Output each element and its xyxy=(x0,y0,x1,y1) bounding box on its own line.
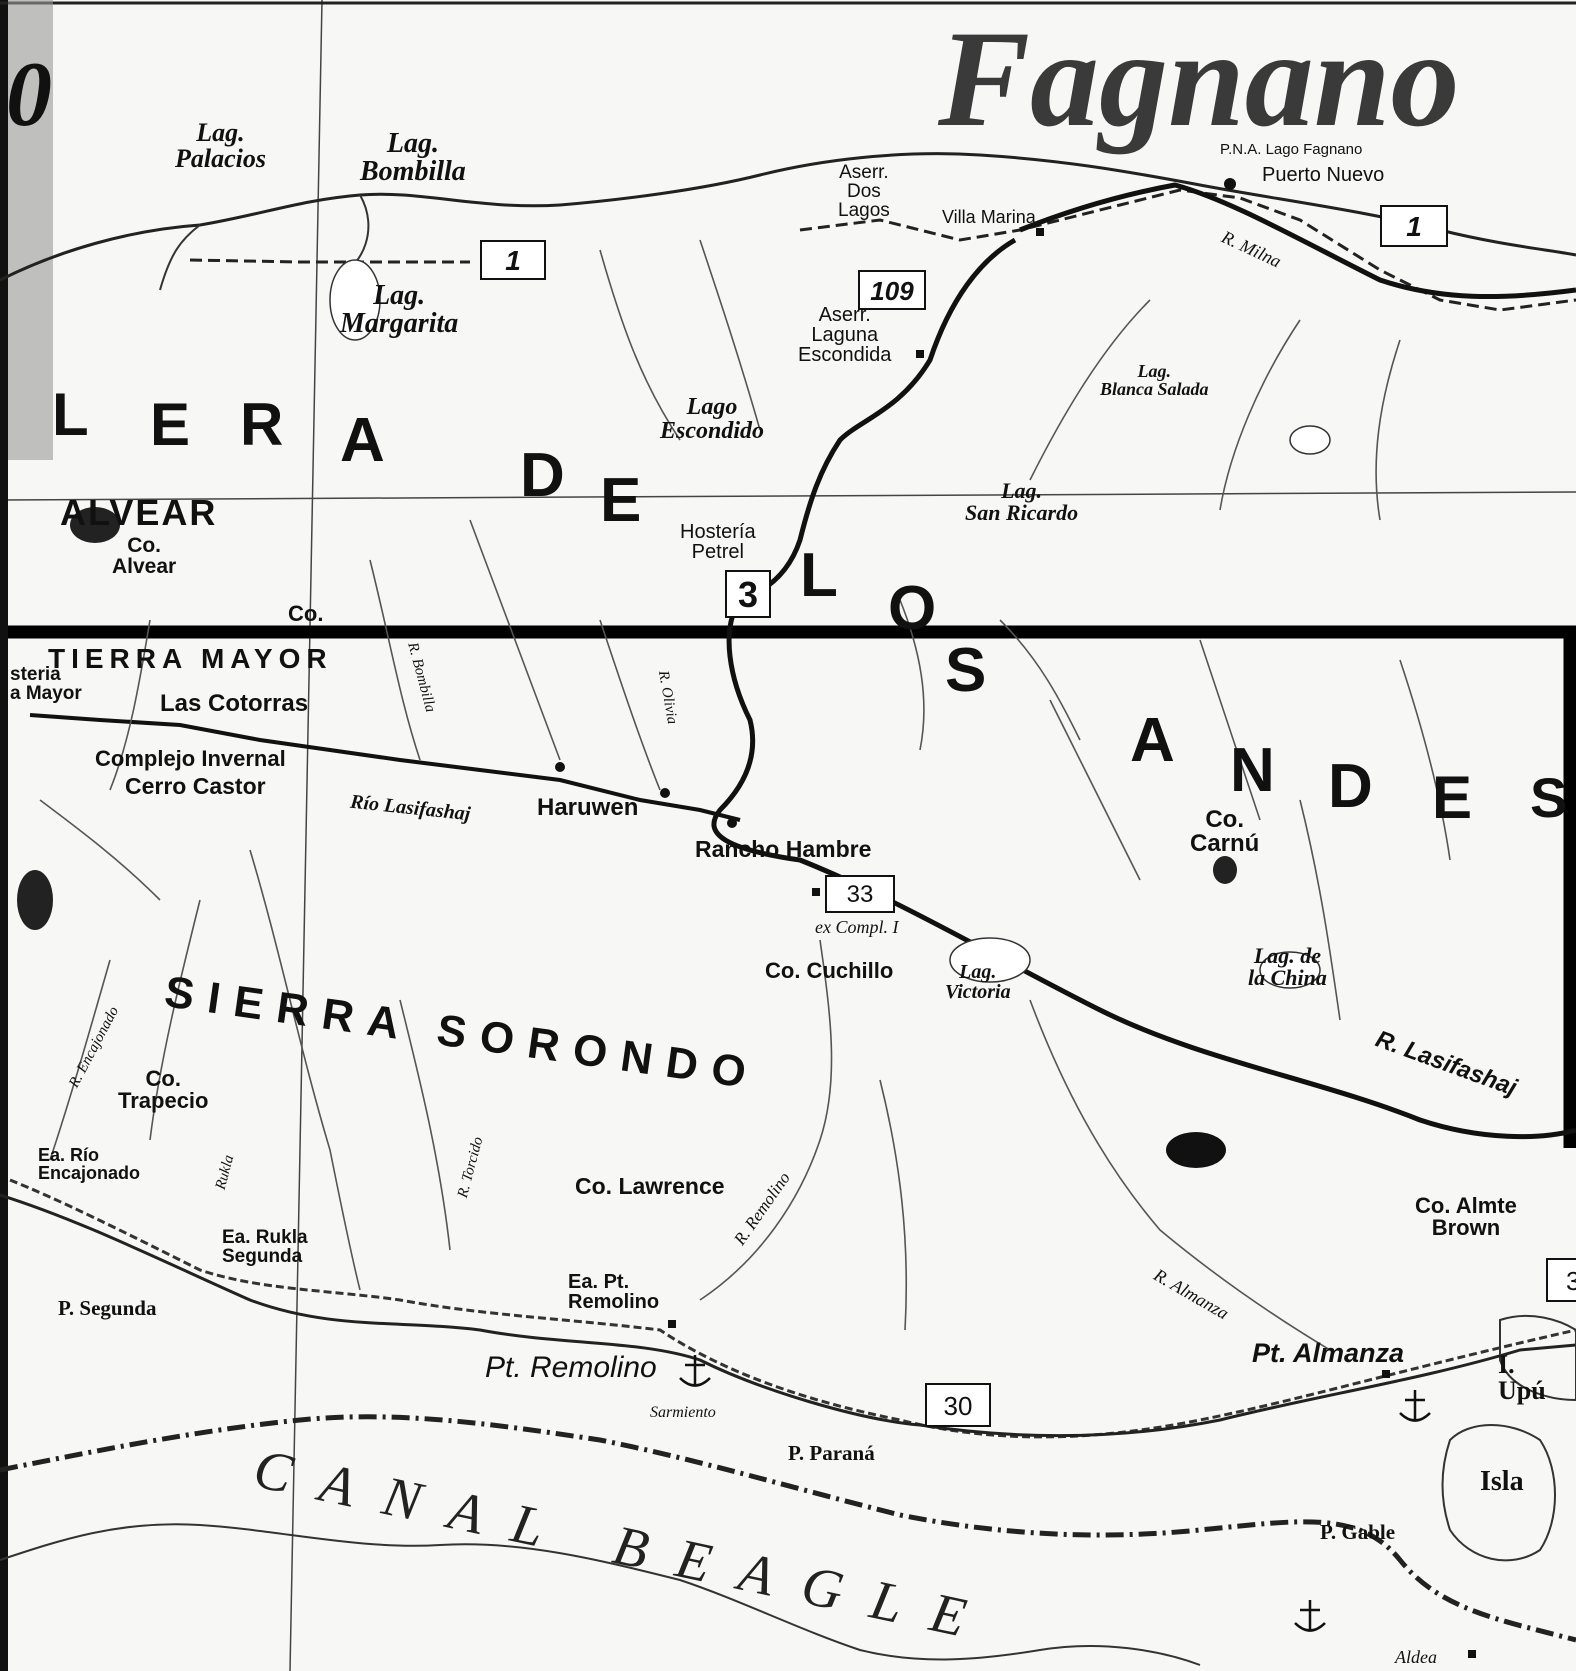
range-letter: N xyxy=(1230,736,1277,805)
label-co-trapecio: Co.Trapecio xyxy=(118,1066,209,1113)
label-lag-blanca: Lag.Blanca Salada xyxy=(1100,361,1209,399)
left-shade xyxy=(8,0,53,460)
label-cerro-castor: Cerro Castor xyxy=(125,773,266,799)
international-boundary xyxy=(0,1414,1576,1643)
island-shape xyxy=(1441,1424,1556,1562)
label-villa-marina: Villa Marina xyxy=(942,207,1036,227)
range-letter: D xyxy=(520,441,567,510)
route-shield-1-west: 1 xyxy=(480,240,546,280)
route-3-west-road xyxy=(29,713,741,822)
route-shield-30: 30 xyxy=(925,1383,991,1427)
label-haruwen: Haruwen xyxy=(537,794,639,821)
range-alvear: ALVEAR xyxy=(60,492,218,533)
rivers xyxy=(39,239,1451,1351)
route-1-road xyxy=(189,188,1576,312)
label-pna-lago-fagnano: P.N.A. Lago Fagnano xyxy=(1220,141,1363,158)
range-letter: L xyxy=(52,381,91,448)
label-ex-compl: ex Compl. I xyxy=(815,917,899,937)
label-lag-bombilla: Lag.Bombilla xyxy=(360,128,466,187)
label-tierra-mayor: TIERRA MAYOR xyxy=(48,643,333,674)
range-letter: A xyxy=(340,406,387,475)
range-letter: E xyxy=(1432,764,1475,831)
range-letter: D xyxy=(1328,752,1375,821)
range-letter: E xyxy=(600,466,644,535)
label-lag-margarita: Lag.Margarita xyxy=(340,280,459,339)
route-shield-109: 109 xyxy=(858,270,926,310)
label-lag-san-ricardo: Lag.San Ricardo xyxy=(965,478,1079,525)
label-co-carnu: Co.Carnú xyxy=(1190,806,1260,857)
label-co-lawrence: Co. Lawrence xyxy=(575,1173,725,1199)
settlement-markers xyxy=(555,178,1476,1658)
left-dark-spot xyxy=(17,870,53,930)
lake-fagnano-title: Fagnano xyxy=(938,2,1460,155)
label-p-gable: P. Gable xyxy=(1320,1520,1396,1544)
alvear-peak-shade xyxy=(70,507,120,543)
label-las-cotorras: Las Cotorras xyxy=(160,690,309,717)
lake-fagnano-shore xyxy=(0,152,1576,282)
range-letter: A xyxy=(1130,706,1177,775)
label-lag-palacios: Lag.Palacios xyxy=(175,118,266,173)
carnu-peak-shade xyxy=(1213,856,1237,884)
route-3-road xyxy=(711,237,1576,1140)
route-1-highway xyxy=(1019,182,1576,300)
label-co-cuchillo: Co. Cuchillo xyxy=(765,958,894,983)
small-lakes xyxy=(329,259,1331,989)
label-sarmiento: Sarmiento xyxy=(650,1404,716,1421)
label-p-parana: P. Paraná xyxy=(788,1441,875,1465)
inset-frame xyxy=(0,625,1576,1148)
label-co-krund: Co. xyxy=(288,601,324,626)
route-shield-3-edge: 3 xyxy=(1546,1258,1576,1302)
edge-letter: 0 xyxy=(6,43,52,145)
label-p-segunda: P. Segunda xyxy=(58,1296,157,1320)
range-letter: S xyxy=(945,636,989,705)
range-letter: R xyxy=(240,391,286,458)
label-lag-victoria: Lag.Victoria xyxy=(945,961,1011,1003)
label-aldea: Aldea xyxy=(1395,1647,1437,1667)
label-pt-remolino: Pt. Remolino xyxy=(485,1351,657,1384)
route-30-road xyxy=(9,1178,1576,1439)
label-co-alvear: Co.Alvear xyxy=(112,534,177,578)
label-complejo-invernal: Complejo Invernal xyxy=(95,746,286,771)
south-coastline xyxy=(0,1523,1201,1666)
label-puerto-nuevo: Puerto Nuevo xyxy=(1262,164,1385,186)
label-ea-pt-remolino: Ea. Pt.Remolino xyxy=(568,1271,660,1313)
label-pt-almanza: Pt. Almanza xyxy=(1252,1338,1405,1368)
label-i-upu: I.Upú xyxy=(1498,1350,1546,1405)
lake-dark xyxy=(1166,1132,1226,1168)
label-rancho-hambre: Rancho Hambre xyxy=(695,836,872,862)
anchor-icons xyxy=(679,1355,1431,1632)
island-shape-2 xyxy=(1499,1314,1576,1402)
route-shield-1-east: 1 xyxy=(1380,205,1448,247)
range-letter: E xyxy=(150,391,193,458)
range-letter: O xyxy=(888,574,939,643)
route-shield-3: 3 xyxy=(725,570,771,618)
label-isla: Isla xyxy=(1480,1466,1524,1497)
range-letter: S xyxy=(1530,766,1570,829)
route-shield-33: 33 xyxy=(825,875,895,913)
range-letter: L xyxy=(800,541,840,610)
beagle-coastline xyxy=(0,1193,1576,1438)
